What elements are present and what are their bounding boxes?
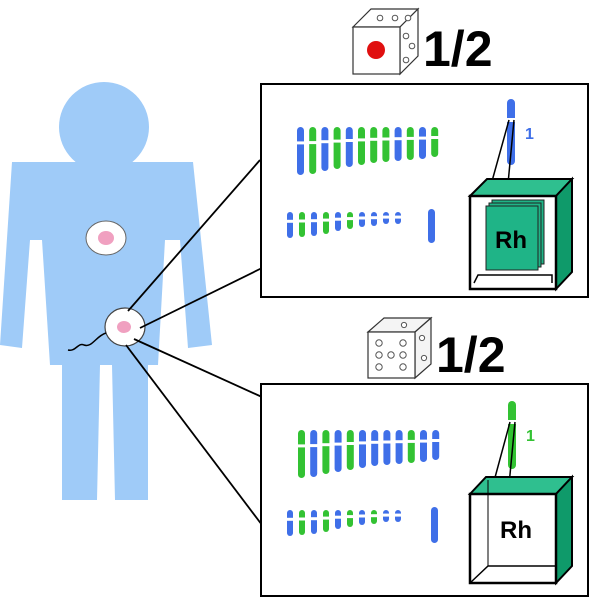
top-chromosome-label: 1	[525, 126, 534, 143]
top-karyotype-row1	[296, 127, 440, 175]
bottom-row2-chromosome	[358, 510, 366, 525]
bottom-chromosome-label: 1	[526, 428, 535, 445]
bottom-row2-chromosome	[346, 510, 354, 527]
top-row1-chromosome	[296, 127, 305, 175]
sperm-tail	[67, 332, 107, 351]
top-row1-chromosome	[418, 127, 427, 159]
top-row2-chromosome	[310, 212, 318, 236]
bottom-gene-box	[467, 474, 575, 586]
bottom-row2-chromosome	[394, 510, 402, 522]
top-row1-chromosome	[369, 127, 379, 163]
bottom-row1-chromosome	[370, 430, 380, 466]
bottom-row2-chromosome	[370, 510, 378, 524]
top-gene-box	[467, 176, 575, 292]
bottom-zoom-chromosome	[507, 401, 517, 469]
sex-chromosome	[431, 507, 438, 543]
top-fraction: 1/2	[423, 21, 493, 77]
bottom-row1-chromosome	[345, 430, 355, 470]
bottom-row2-chromosome	[310, 510, 318, 534]
top-row2-chromosome	[382, 212, 390, 224]
top-row2-chromosome	[346, 212, 354, 229]
bottom-row1-chromosome	[297, 430, 306, 478]
bottom-row2-chromosome	[322, 510, 330, 532]
chest-cell	[85, 220, 127, 256]
top-row1-chromosome	[381, 127, 391, 162]
bottom-row2-chromosome	[382, 510, 390, 522]
die-six-icon	[366, 316, 433, 380]
top-zoom-chromosome	[506, 99, 516, 165]
bottom-panel: 1/2 1 Rh	[260, 316, 589, 597]
top-row1-chromosome	[357, 127, 366, 165]
top-row1-chromosome	[405, 127, 415, 160]
top-row1-chromosome	[332, 127, 342, 169]
top-row2-chromosome	[358, 212, 366, 227]
top-panel: 1/2 1 Rh	[260, 7, 589, 298]
bottom-row1-chromosome	[309, 430, 319, 477]
top-row2-chromosome	[394, 212, 402, 224]
sperm-cell-nucleus	[117, 321, 131, 333]
connector-lines	[125, 159, 263, 526]
top-row1-chromosome	[393, 127, 403, 161]
sperm-cell	[67, 307, 146, 351]
top-row2-chromosome	[334, 212, 342, 231]
bottom-row2-chromosome	[286, 510, 294, 536]
bottom-fraction: 1/2	[436, 327, 506, 383]
top-karyotype-row2	[286, 209, 435, 243]
bottom-row1-chromosome	[333, 430, 343, 472]
top-row2-chromosome	[298, 212, 306, 237]
bottom-row1-chromosome	[321, 430, 331, 474]
chest-cell-nucleus	[98, 231, 114, 245]
bottom-row1-chromosome	[358, 430, 367, 468]
top-row2-chromosome	[322, 212, 330, 234]
sex-chromosome	[428, 209, 435, 243]
bottom-row1-chromosome	[394, 430, 404, 464]
figure-head	[59, 82, 149, 172]
bottom-row2-chromosome	[298, 510, 306, 535]
die-red-dot-icon	[351, 7, 420, 76]
top-row1-chromosome	[430, 127, 440, 157]
bottom-karyotype-row2	[286, 507, 438, 543]
human-figure	[0, 82, 212, 500]
top-row1-chromosome	[308, 127, 318, 174]
top-row2-chromosome	[286, 212, 294, 238]
top-row2-chromosome	[370, 212, 378, 226]
bottom-row1-chromosome	[419, 430, 428, 462]
top-gene-label: Rh	[495, 227, 527, 254]
top-row1-chromosome	[344, 127, 354, 167]
bottom-row2-chromosome	[334, 510, 342, 529]
bottom-row1-chromosome	[382, 430, 392, 465]
bottom-gene-label: Rh	[500, 517, 532, 544]
bottom-row1-chromosome	[406, 430, 416, 463]
top-row1-chromosome	[320, 127, 330, 171]
bottom-karyotype-row1	[297, 430, 441, 478]
bottom-row1-chromosome	[431, 430, 441, 460]
